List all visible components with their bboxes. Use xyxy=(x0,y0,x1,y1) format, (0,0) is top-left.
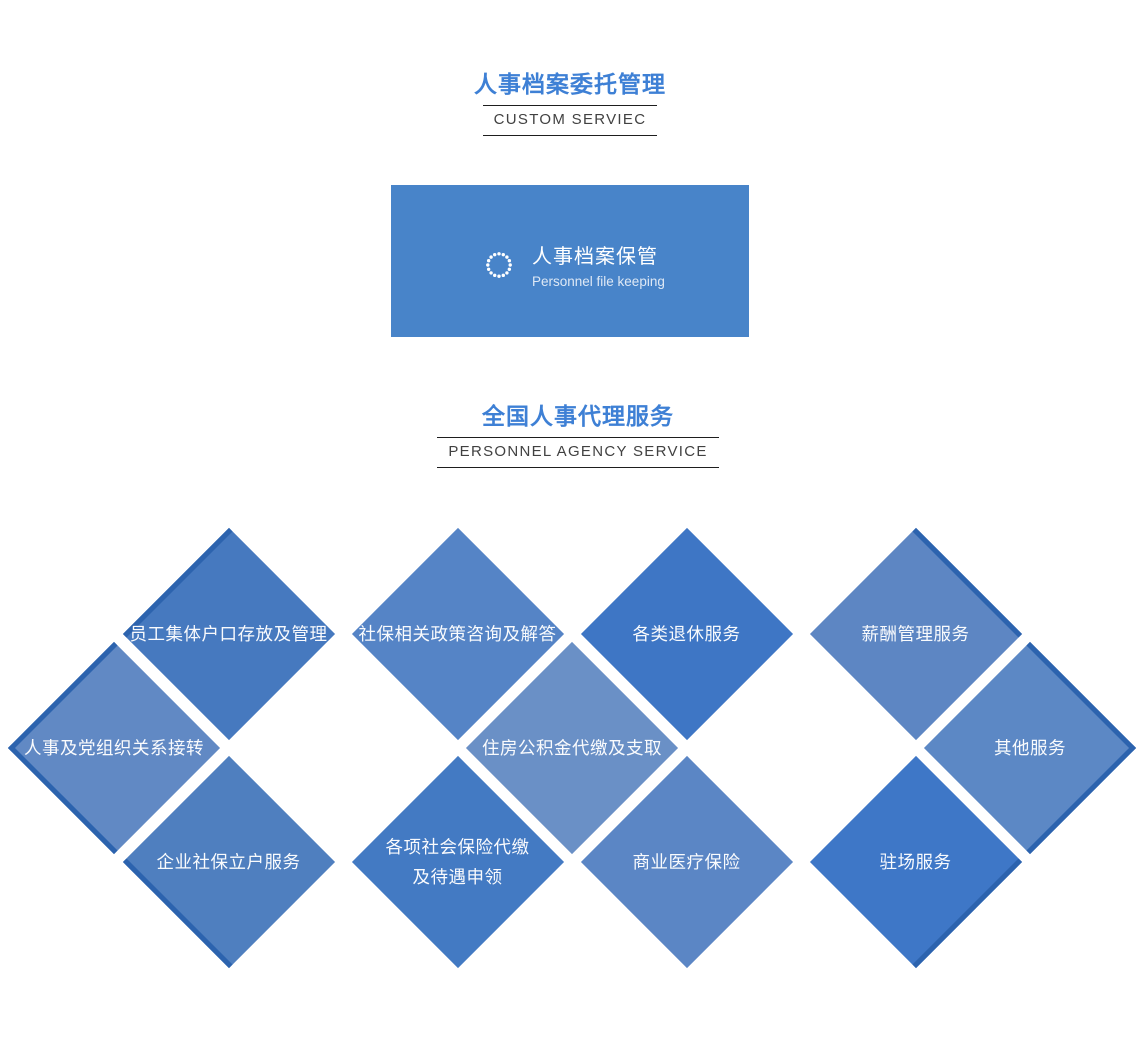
service-diamond-label: 各项社会保险代缴 及待遇申领 xyxy=(385,837,530,887)
service-diamond-label: 社保相关政策咨询及解答 xyxy=(358,624,557,644)
section-custom-header: 人事档案委托管理 CUSTOM SERVIEC xyxy=(0,70,1140,136)
dotted-circle-spinner-icon xyxy=(486,252,512,278)
service-diamond-label: 员工集体户口存放及管理 xyxy=(129,624,328,644)
service-diamond-label: 住房公积金代缴及支取 xyxy=(482,738,662,758)
section-agency-subtitle-box: PERSONNEL AGENCY SERVICE xyxy=(437,437,719,468)
service-diamond-label: 商业医疗保险 xyxy=(632,852,741,872)
service-diamond-label: 人事及党组织关系接转 xyxy=(24,738,204,758)
section-agency-header: 全国人事代理服务 PERSONNEL AGENCY SERVICE xyxy=(0,402,1140,468)
section-custom-subtitle-box: CUSTOM SERVIEC xyxy=(482,105,658,136)
banner-subtitle: Personnel file keeping xyxy=(532,274,665,289)
personnel-file-banner: 人事档案保管 Personnel file keeping xyxy=(391,185,749,337)
banner-title: 人事档案保管 xyxy=(532,246,658,268)
service-diamond-label: 各类退休服务 xyxy=(632,624,741,644)
section-agency-subtitle: PERSONNEL AGENCY SERVICE xyxy=(448,443,708,460)
section-custom-title: 人事档案委托管理 xyxy=(474,71,666,97)
section-custom-subtitle: CUSTOM SERVIEC xyxy=(493,111,647,128)
banner-text-block: 人事档案保管 Personnel file keeping xyxy=(532,244,665,291)
section-agency-title: 全国人事代理服务 xyxy=(482,403,674,429)
service-diamond-label: 其他服务 xyxy=(994,738,1066,758)
service-diamond-label: 薪酬管理服务 xyxy=(861,624,970,644)
service-diamond-label: 企业社保立户服务 xyxy=(156,852,301,872)
service-diamond-label: 驻场服务 xyxy=(879,852,952,872)
